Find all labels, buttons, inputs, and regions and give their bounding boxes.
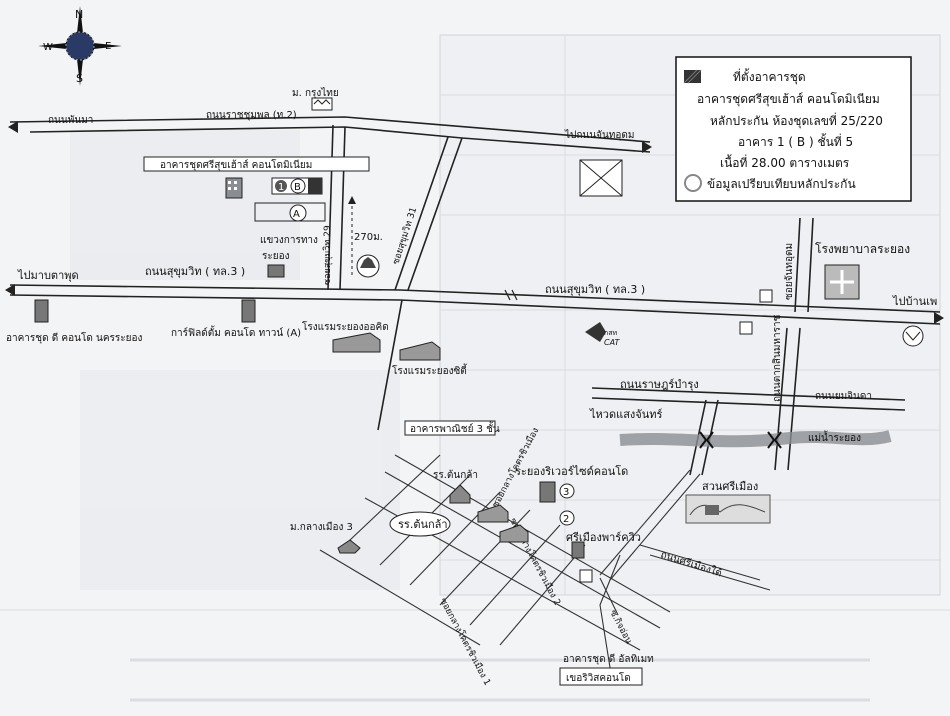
- compass-w: W: [43, 42, 53, 53]
- legend-line-3: อาคาร 1 ( B ) ชั้นที่ 5: [738, 133, 853, 149]
- distance-marker: 270ม.: [348, 196, 383, 275]
- label-taksin: ถนนตากสินมหาราช: [772, 314, 783, 402]
- compass-rose: N S E W: [38, 6, 122, 86]
- label-soi-31: ซอยสุขุมวิท 31: [390, 206, 419, 266]
- marker-2: 2: [563, 514, 569, 525]
- label-garden-condo: การ์ฟิลด์ตั้ม คอนโด ทาวน์ (A): [171, 325, 301, 339]
- label-highway-office-2: ระยอง: [262, 251, 290, 262]
- label-krungthai: ม. กรุงไทย: [292, 87, 339, 99]
- label-the-resort: เขอริวิสคอนโด: [566, 671, 631, 684]
- label-univ-klang: ม.กลางเมือง 3: [290, 521, 353, 533]
- legend-comparison: ข้อมูลเปรียบเทียบหลักประกัน: [707, 177, 856, 192]
- compass-s: S: [76, 72, 83, 85]
- label-condo-d: อาคารชุด ดี คอนโด นครระยอง: [6, 331, 143, 344]
- legend-line-1: อาคารชุดศรีสุขเฮ้าส์ คอนโดมิเนียม: [697, 92, 880, 107]
- legend-line-2: หลักประกัน ห้องชุดเลขที่ 25/220: [710, 112, 883, 129]
- label-to-map-ta-phut: ไปมาบตาพุด: [17, 269, 79, 282]
- label-highway-office: แขวงการทาง: [260, 235, 318, 246]
- compass-e: E: [105, 41, 111, 52]
- label-river: แม่น้ำระยอง: [808, 430, 861, 444]
- label-srimuang-park: สวนศรีเมือง: [702, 480, 758, 493]
- label-soi-kiyon: ซ.กิจอ่อน: [607, 608, 634, 646]
- label-sukhumvit-left: ถนนสุขุมวิท ( ทล.3 ): [145, 265, 245, 278]
- marker-b: B: [294, 182, 301, 193]
- label-riverside-condo: ระยองริเวอร์ไซด์คอนโด: [515, 464, 628, 478]
- places: ม. กรุงไทย อาคารชุดศรีสุขเฮ้าส์ คอนโดมิเ…: [6, 87, 924, 686]
- marker-a: A: [293, 209, 300, 220]
- label-soi-chanthaudom: ซอยจันทอุดม: [784, 243, 795, 300]
- label-yom-chinda: ถนนยมจินดา: [815, 391, 872, 402]
- label-commercial-3: อาคารพาณิชย์ 3 ชั้น: [410, 421, 500, 435]
- marker-1: 1: [278, 182, 284, 193]
- legend-line-4: เนื้อที่ 28.00 ตารางเมตร: [720, 154, 850, 170]
- label-rat-bamrung: ถนนราษฎร์บำรุง: [620, 378, 699, 391]
- label-sukhumvit-right: ถนนสุขุมวิท ( ทล.3 ): [545, 283, 645, 296]
- label-school-tonkla-2: รร.ต้นกล้า: [398, 518, 448, 531]
- marker-3: 3: [563, 487, 569, 498]
- label-to-chanthaudom: ไปถนนจันทอุดม: [564, 129, 634, 141]
- label-dee-condo: อาคารชุด ดี อัลทิเมท: [563, 653, 654, 665]
- label-soi-29: ซอยสุขุมวิท 29: [322, 225, 333, 285]
- legend-box: ที่ตั้งอาคารชุด อาคารชุดศรีสุขเฮ้าส์ คอน…: [675, 56, 912, 202]
- label-school-tonkla: รร.ต้นกล้า: [433, 469, 478, 481]
- distance-label: 270ม.: [354, 232, 383, 243]
- label-cat: CAT: [604, 338, 620, 347]
- label-cat-small: กสท: [604, 329, 618, 337]
- label-srimuang-park-view: ศรีเมืองพาร์ควิว: [566, 531, 641, 544]
- roads: [5, 116, 944, 681]
- label-ratchaphon: ถนนราชชุมพล (ท.2): [206, 110, 297, 121]
- label-hotel-city: โรงแรมระยองซิตี้: [392, 363, 468, 377]
- label-hotel-orchid: โรงแรมระยองออคิด: [302, 320, 389, 333]
- compass-n: N: [75, 8, 83, 21]
- label-shrine: ไหวดแสงจันทร์: [589, 408, 662, 421]
- label-hospital: โรงพยาบาลระยอง: [815, 242, 910, 256]
- legend-title: ที่ตั้งอาคารชุด: [733, 68, 806, 85]
- label-condo-banner: อาคารชุดศรีสุขเฮ้าส์ คอนโดมิเนียม: [160, 158, 312, 171]
- label-phanma: ถนนพันมา: [48, 115, 93, 126]
- label-to-ban-phe: ไปบ้านเพ: [892, 295, 937, 308]
